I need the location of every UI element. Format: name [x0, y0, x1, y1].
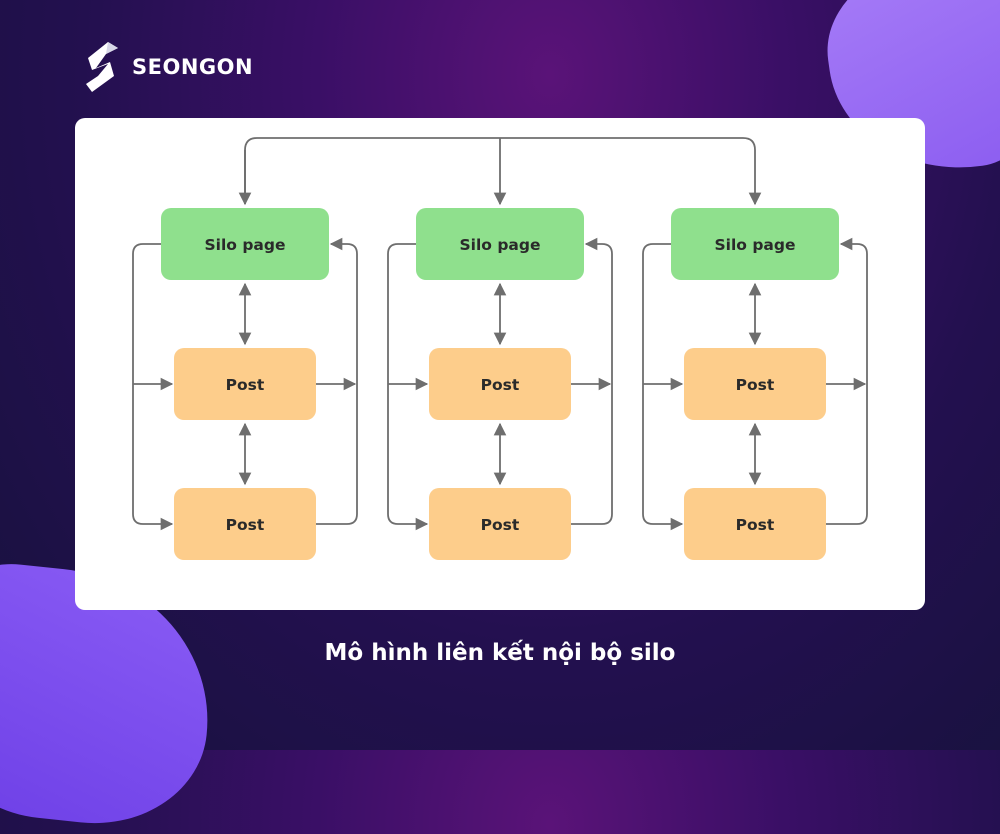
silo-page-label: Silo page: [715, 236, 796, 254]
post-label: Post: [481, 516, 520, 534]
post-box: [429, 348, 571, 420]
silo-page-label: Silo page: [205, 236, 286, 254]
silo-page-box: [671, 208, 839, 280]
post-box: [429, 488, 571, 560]
post-box: [174, 488, 316, 560]
post-label: Post: [736, 376, 775, 394]
post-box: [684, 348, 826, 420]
post-box: [174, 348, 316, 420]
post-box: [684, 488, 826, 560]
post-label: Post: [226, 516, 265, 534]
diagram-caption: Mô hình liên kết nội bộ silo: [324, 640, 676, 666]
post-to-silo-link-right: [316, 237, 358, 525]
silo-page-box: [161, 208, 329, 280]
silo-page-box: [416, 208, 584, 280]
post-to-silo-link-right: [826, 237, 868, 525]
post-label: Post: [226, 376, 265, 394]
seongon-s-logo-icon: [86, 42, 118, 92]
silo-page-label: Silo page: [460, 236, 541, 254]
post-label: Post: [481, 376, 520, 394]
brand-logo[interactable]: SEONGON: [78, 38, 253, 96]
brand-name: SEONGON: [132, 55, 254, 79]
post-to-silo-link-right: [571, 237, 613, 525]
post-label: Post: [736, 516, 775, 534]
